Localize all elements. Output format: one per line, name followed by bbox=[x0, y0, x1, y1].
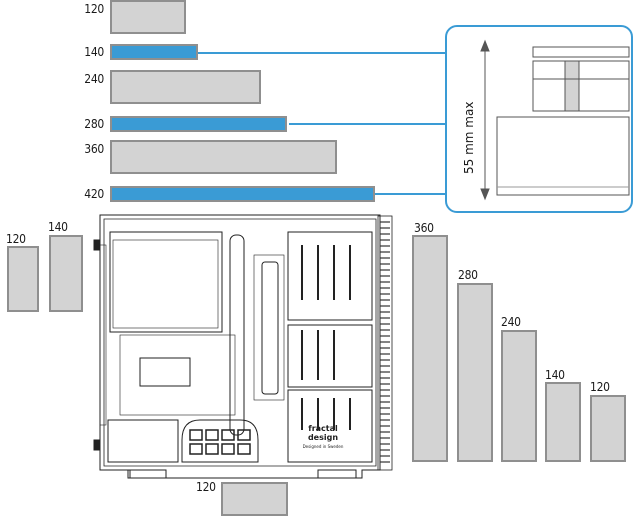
clearance-callout bbox=[445, 25, 633, 213]
top-radiator-bar bbox=[110, 0, 186, 34]
top-bar-label: 240 bbox=[84, 72, 104, 86]
top-bar-label: 280 bbox=[84, 117, 104, 131]
top-bar-label: 140 bbox=[84, 45, 104, 59]
right-label-0: 360 bbox=[414, 221, 434, 235]
right-label-3: 140 bbox=[545, 368, 565, 382]
front-radiator-bar bbox=[501, 330, 537, 462]
left-box-label-1: 140 bbox=[48, 220, 68, 234]
bottom-label: 120 bbox=[196, 480, 216, 494]
top-bar-label: 420 bbox=[84, 187, 104, 201]
brand-name: fractal design bbox=[307, 424, 339, 442]
right-label-4: 120 bbox=[590, 380, 610, 394]
front-radiator-bar bbox=[412, 235, 448, 462]
top-radiator-bar bbox=[110, 140, 337, 174]
front-radiator-bar bbox=[457, 283, 493, 462]
brand-logo: fractal design Designed in Sweden bbox=[298, 424, 348, 451]
top-radiator-bar-compatible bbox=[110, 186, 375, 202]
front-radiator-bar bbox=[590, 395, 626, 462]
right-label-1: 280 bbox=[458, 268, 478, 282]
top-bar-label: 360 bbox=[84, 142, 104, 156]
bottom-radiator-box bbox=[221, 482, 288, 516]
clearance-detail-drawing bbox=[480, 39, 630, 201]
brand-tagline: Designed in Sweden bbox=[302, 444, 344, 449]
top-radiator-bar bbox=[110, 70, 261, 104]
top-radiator-bar-compatible bbox=[110, 116, 287, 132]
right-label-2: 240 bbox=[501, 315, 521, 329]
front-radiator-bar bbox=[545, 382, 581, 462]
clearance-label: 55 mm max bbox=[462, 101, 476, 175]
top-radiator-bar-compatible bbox=[110, 44, 198, 60]
top-bar-label: 120 bbox=[84, 2, 104, 16]
left-radiator-box bbox=[7, 246, 39, 312]
left-radiator-box bbox=[49, 235, 83, 312]
left-box-label-0: 120 bbox=[6, 232, 26, 246]
